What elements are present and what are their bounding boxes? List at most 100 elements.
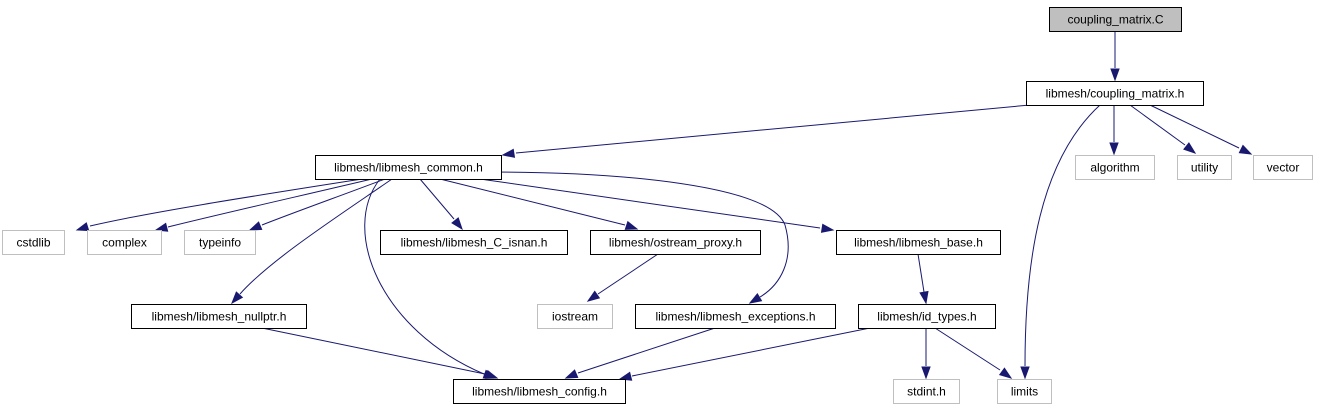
node-box: [1049, 7, 1182, 32]
edge-libmesh-base-h-to-id-types-h: [917, 253, 929, 305]
edge-ostream-proxy-h-to-iostream: [586, 253, 659, 302]
edge-coupling-matrix-h-to-libmesh-common-h: [501, 104, 1031, 158]
edge-libmesh-common-h-to-cstdlib: [75, 178, 363, 232]
edge-line: [934, 327, 1001, 371]
edge-line: [515, 104, 1031, 154]
node-id-types-h[interactable]: libmesh/id_types.h: [858, 304, 996, 329]
edge-libmesh-common-h-to-libmesh-nullptr-h: [231, 178, 393, 305]
node-label: libmesh/coupling_matrix.h: [1046, 87, 1185, 101]
edge-line: [1024, 104, 1101, 367]
node-label: vector: [1267, 161, 1300, 175]
edge-arrowhead: [921, 366, 931, 380]
edge-libmesh-nullptr-h-to-libmesh-config-h: [261, 327, 499, 379]
edge-line: [167, 178, 373, 228]
edge-line: [1129, 104, 1186, 146]
edge-arrowhead: [75, 222, 90, 232]
edge-line: [261, 178, 386, 226]
edge-coupling-matrix-h-to-vector: [1149, 104, 1253, 155]
edge-arrowhead: [1020, 366, 1030, 380]
edge-arrowhead: [484, 369, 499, 379]
edge-arrowhead: [820, 223, 835, 233]
edge-libmesh-common-h-to-libmesh-c-isnan-h: [419, 178, 463, 231]
edge-id-types-h-to-limits: [934, 327, 1013, 379]
node-label: iostream: [552, 310, 598, 324]
node-ostream-proxy-h[interactable]: libmesh/ostream_proxy.h: [590, 230, 761, 255]
node-box: [87, 230, 162, 255]
edge-libmesh-common-h-to-ostream-proxy-h: [439, 178, 639, 230]
node-libmesh-base-h[interactable]: libmesh/libmesh_base.h: [836, 230, 1001, 255]
node-box[interactable]: [635, 304, 836, 329]
node-label: stdint.h: [907, 385, 946, 399]
edge-arrowhead: [248, 221, 263, 231]
node-box[interactable]: [590, 230, 761, 255]
node-iostream: iostream: [537, 304, 613, 329]
edge-arrowhead: [624, 220, 639, 230]
edge-line: [489, 171, 789, 298]
node-label: libmesh/libmesh_nullptr.h: [152, 310, 287, 324]
node-label: coupling_matrix.C: [1067, 13, 1163, 27]
node-label: limits: [1011, 385, 1038, 399]
node-label: cstdlib: [16, 236, 50, 250]
edge-id-types-h-to-stdint-h: [921, 328, 931, 380]
edge-arrowhead: [231, 291, 244, 305]
edge-line: [239, 178, 393, 295]
edge-arrowhead: [1183, 142, 1197, 154]
edges-layer: [75, 31, 1253, 381]
node-label: algorithm: [1090, 161, 1139, 175]
node-algorithm: algorithm: [1075, 155, 1155, 180]
edge-libmesh-common-h-to-libmesh-config-h: [364, 178, 497, 379]
node-libmesh-nullptr-h[interactable]: libmesh/libmesh_nullptr.h: [131, 304, 307, 329]
node-coupling-matrix-h[interactable]: libmesh/coupling_matrix.h: [1026, 81, 1204, 106]
node-vector: vector: [1253, 155, 1313, 180]
node-box: [997, 379, 1052, 404]
edge-line: [89, 178, 363, 227]
edge-arrowhead: [451, 217, 463, 231]
node-box[interactable]: [315, 155, 502, 180]
node-box[interactable]: [131, 304, 307, 329]
edge-coupling-matrix-h-to-limits: [1020, 104, 1101, 380]
edge-libmesh-exceptions-h-to-libmesh-config-h: [564, 327, 716, 379]
node-box: [893, 379, 960, 404]
node-libmesh-config-h[interactable]: libmesh/libmesh_config.h: [453, 379, 626, 404]
edge-line: [479, 178, 821, 229]
node-box: [1253, 155, 1313, 180]
edge-line: [631, 327, 871, 377]
edge-libmesh-common-h-to-libmesh-base-h: [479, 178, 835, 233]
edge-arrowhead: [1238, 144, 1253, 155]
edge-line: [364, 178, 485, 375]
edge-libmesh-common-h-to-typeinfo: [248, 178, 386, 231]
edge-line: [917, 253, 925, 293]
nodes-layer: coupling_matrix.C libmesh/coupling_matrix…: [2, 7, 1313, 404]
node-cstdlib: cstdlib: [2, 230, 65, 255]
node-stdint-h: stdint.h: [893, 379, 960, 404]
node-box[interactable]: [380, 230, 568, 255]
node-box[interactable]: [858, 304, 996, 329]
edge-arrowhead: [564, 369, 579, 379]
node-box[interactable]: [453, 379, 626, 404]
node-label: libmesh/libmesh_exceptions.h: [655, 310, 815, 324]
edge-line: [419, 178, 455, 220]
node-label: utility: [1191, 161, 1218, 175]
node-label: libmesh/libmesh_C_isnan.h: [401, 236, 548, 250]
node-label: complex: [102, 236, 147, 250]
edge-line: [597, 253, 659, 295]
node-coupling-matrix-c: coupling_matrix.C: [1049, 7, 1182, 32]
edge-id-types-h-to-libmesh-config-h: [618, 327, 871, 381]
node-label: typeinfo: [199, 236, 241, 250]
edge-line: [577, 327, 716, 374]
node-box: [1075, 155, 1155, 180]
node-libmesh-common-h[interactable]: libmesh/libmesh_common.h: [315, 155, 502, 180]
node-label: libmesh/id_types.h: [877, 310, 976, 324]
node-libmesh-exceptions-h[interactable]: libmesh/libmesh_exceptions.h: [635, 304, 836, 329]
node-libmesh-c-isnan-h[interactable]: libmesh/libmesh_C_isnan.h: [380, 230, 568, 255]
edge-line: [439, 178, 626, 226]
edge-arrowhead: [501, 148, 516, 158]
edge-line: [261, 327, 486, 375]
node-box[interactable]: [1026, 81, 1204, 106]
edge-arrowhead: [748, 293, 763, 304]
node-label: libmesh/ostream_proxy.h: [609, 236, 742, 250]
edge-arrowhead: [1110, 68, 1120, 82]
node-label: libmesh/libmesh_config.h: [472, 385, 607, 399]
node-box[interactable]: [836, 230, 1001, 255]
edge-coupling-matrix-h-to-utility: [1129, 104, 1197, 154]
